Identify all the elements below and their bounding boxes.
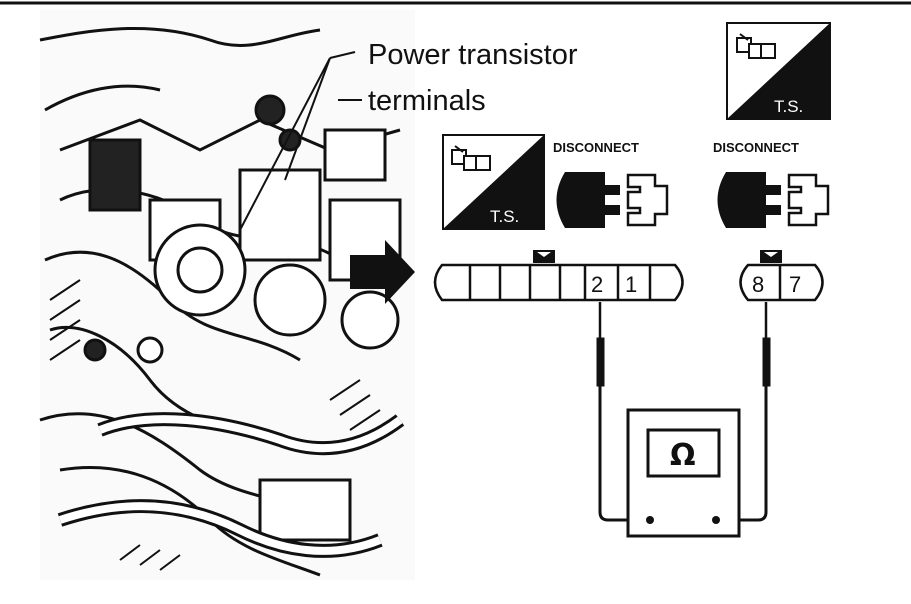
engine-illustration [39, 10, 415, 580]
ts-label: T.S. [490, 207, 519, 226]
disconnect-label: DISCONNECT [553, 140, 639, 155]
disconnect-icon-left: DISCONNECT [553, 140, 669, 228]
ts-label: T.S. [774, 97, 803, 116]
arrow-right-icon [350, 240, 415, 304]
callout-leader-lines [239, 51, 362, 231]
pin-label: 1 [625, 272, 637, 297]
ohmmeter [626, 408, 741, 538]
connector-icon [451, 145, 491, 171]
pin-label: 2 [591, 272, 603, 297]
connector-right [739, 250, 824, 302]
connector-left [433, 250, 684, 302]
meter-terminal [712, 516, 720, 524]
pin-label: 8 [752, 272, 764, 297]
callout-line-1: Power transistor [368, 39, 578, 71]
connector-icon [736, 33, 776, 59]
callout-line-2: terminals [368, 85, 486, 117]
ts-icon-top: T.S. [726, 22, 831, 120]
ts-icon-left: T.S. [442, 134, 545, 230]
disconnect-label: DISCONNECT [713, 140, 799, 155]
meter-terminal [646, 516, 654, 524]
test-leads [596, 302, 771, 522]
disconnect-icon-right: DISCONNECT [713, 140, 830, 228]
pin-label: 7 [789, 272, 801, 297]
ohm-symbol: Ω [670, 438, 696, 473]
